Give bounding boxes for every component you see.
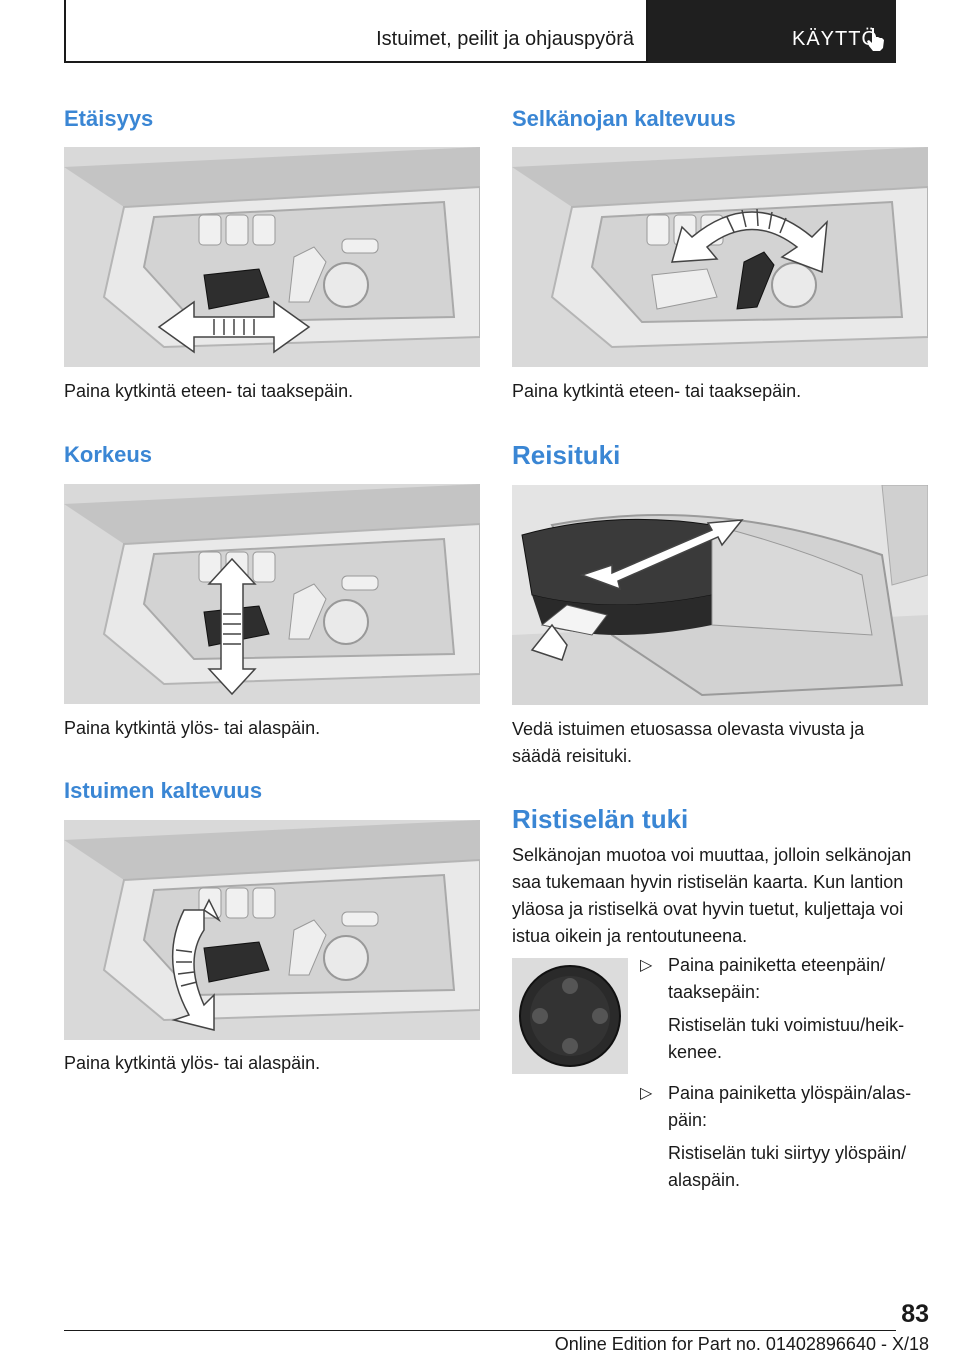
heading-thigh-support: Reisituki (512, 440, 621, 470)
instruction-result: Ristiselän tuki voimistuu/heik­kenee. (668, 1015, 905, 1062)
heading-seat-tilt: Istuimen kaltevuus (64, 778, 263, 803)
thigh-support-figure (512, 485, 928, 705)
chapter-title: Istuimet, peilit ja ohjauspyörä (376, 28, 634, 50)
pointing-hand-icon (867, 28, 884, 51)
triangle-bullet-icon: ▷ (640, 1085, 653, 1102)
caption-distance: Paina kytkintä eteen- tai taaksepäin. (64, 381, 354, 401)
caption-thigh-support: Vedä istuimen etuosassa olevasta vivusta… (512, 719, 865, 766)
heading-height: Korkeus (64, 442, 153, 467)
caption-height: Paina kytkintä ylös- tai alaspäin. (64, 718, 321, 738)
header-frame: Istuimet, peilit ja ohjauspyörä (64, 0, 648, 63)
edition-text: Online Edition for Part no. 01402896640 … (554, 1334, 929, 1354)
heading-lumbar-support: Ristiselän tuki (512, 804, 689, 834)
lumbar-instructions: ▷ Paina painiketta eteenpäin/ taaksepäin… (640, 952, 940, 1208)
heading-backrest-tilt: Selkänojan kaltevuus (512, 106, 736, 131)
footer-divider (64, 1330, 896, 1331)
seat-tilt-figure (64, 820, 480, 1040)
instruction-item: ▷ Paina painiketta ylöspäin/alas­päin: (640, 1080, 940, 1134)
caption-seat-tilt: Paina kytkintä ylös- tai alaspäin. (64, 1053, 321, 1073)
lumbar-control-figure (512, 958, 628, 1074)
seat-distance-figure (64, 147, 480, 367)
instruction-item: ▷ Paina painiketta eteenpäin/ taaksepäin… (640, 952, 940, 1006)
page-number: 83 (901, 1300, 929, 1328)
instruction-result: Ristiselän tuki siirtyy ylöspäin/ alaspä… (668, 1143, 907, 1190)
triangle-bullet-icon: ▷ (640, 957, 653, 974)
seat-height-figure (64, 484, 480, 704)
instruction-text: Paina painiketta ylöspäin/alas­päin: (668, 1083, 912, 1130)
caption-backrest-tilt: Paina kytkintä eteen- tai taaksepäin. (512, 381, 802, 401)
lumbar-intro-text: Selkänojan muotoa voi muuttaa, jolloin s… (512, 845, 912, 946)
section-tab-label: KÄYTTÖ (792, 28, 879, 50)
heading-distance: Etäisyys (64, 106, 154, 131)
backrest-tilt-figure (512, 147, 928, 367)
section-tab[interactable]: KÄYTTÖ (648, 0, 896, 63)
instruction-text: Paina painiketta eteenpäin/ taaksepäin: (668, 955, 886, 1002)
